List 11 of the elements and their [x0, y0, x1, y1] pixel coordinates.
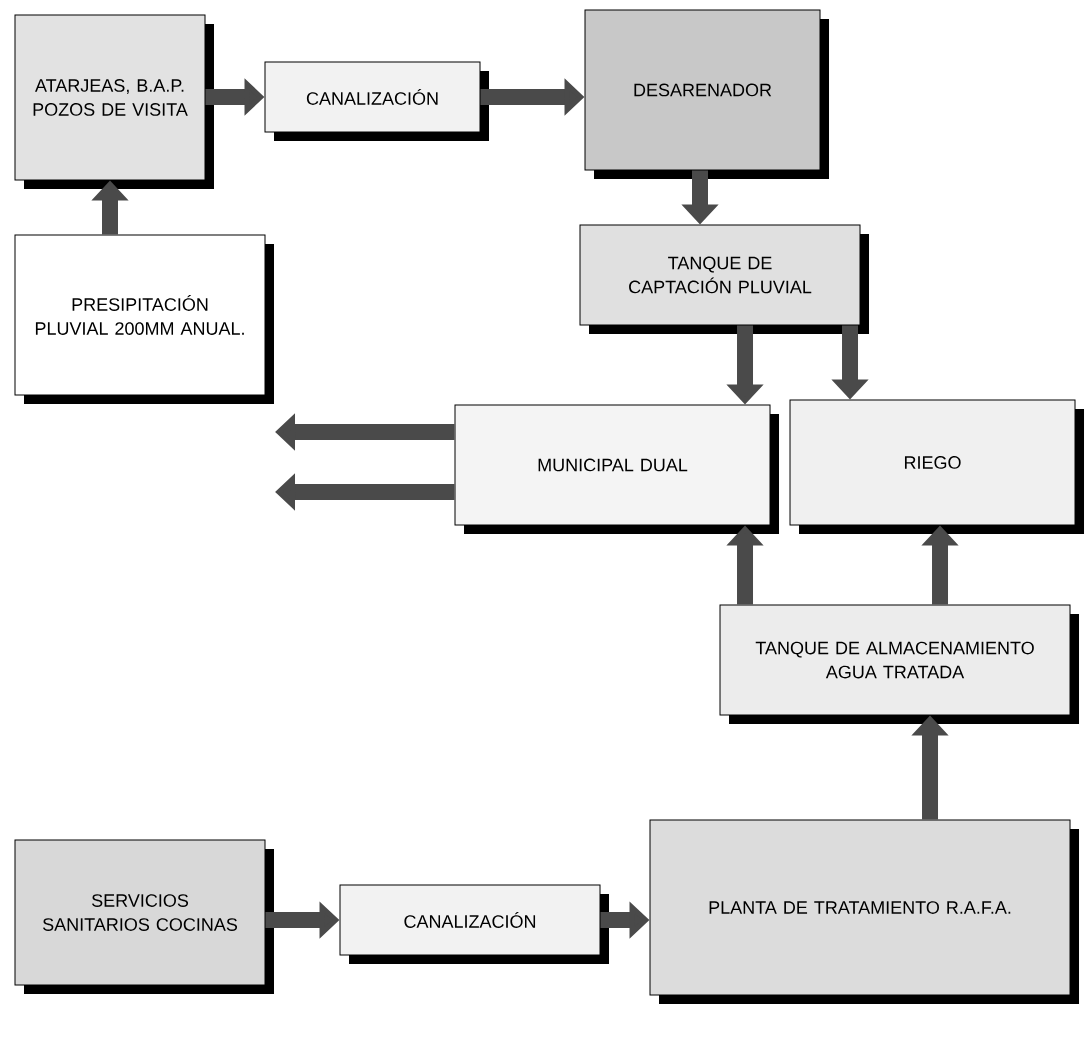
process-box: CANALIZACIÓN	[339, 884, 609, 964]
process-box: SERVICIOS SANITARIOS COCINAS	[14, 839, 274, 994]
process-box: DESARENADOR	[584, 9, 829, 179]
process-box: CANALIZACIÓN	[264, 61, 489, 141]
process-box: PLANTA DE TRATAMIENTO R.A.F.A.	[649, 819, 1079, 1004]
process-box: TANQUE DE CAPTACIÓN PLUVIAL	[579, 224, 869, 334]
process-box: MUNICIPAL DUAL	[454, 404, 779, 534]
process-box: ATARJEAS, B.A.P. POZOS DE VISITA	[14, 14, 214, 189]
process-box: PRESIPITACIÓN PLUVIAL 200MM ANUAL.	[14, 234, 274, 404]
process-box: RIEGO	[789, 399, 1084, 534]
process-box: TANQUE DE ALMACENAMIENTO AGUA TRATADA	[719, 604, 1079, 724]
